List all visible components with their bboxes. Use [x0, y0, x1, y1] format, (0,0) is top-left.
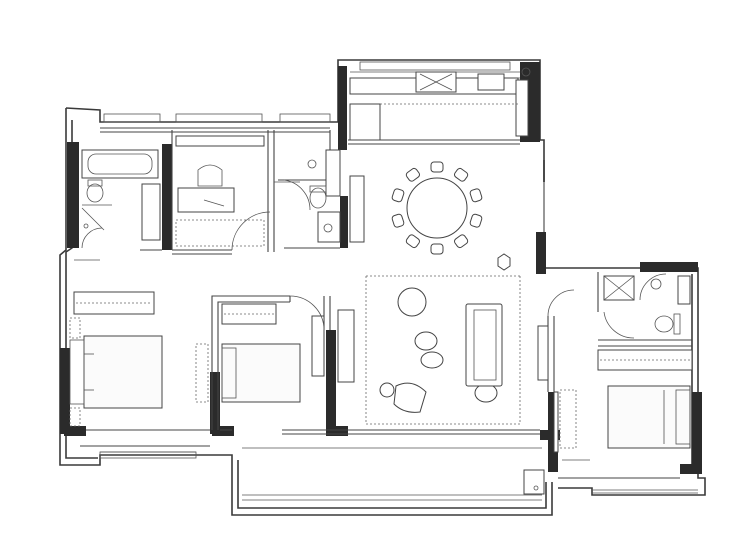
bathroom-1: [81, 149, 161, 249]
wall-bath2-right: [340, 196, 348, 248]
wall-bedroom2-right: [326, 330, 336, 434]
wall-left-bath: [67, 142, 79, 248]
dining-area: [391, 161, 483, 255]
dining-chair: [430, 161, 444, 173]
bedroom-2: [195, 303, 325, 403]
bed-3: [607, 385, 691, 449]
bathroom-2: [283, 149, 365, 243]
dining-chair: [391, 188, 405, 203]
entry-hexagon: [497, 253, 511, 271]
living-room: [337, 275, 549, 425]
dining-chair: [405, 167, 421, 182]
bathtub: [81, 149, 159, 179]
lounge-chair: [393, 382, 427, 413]
doors: [231, 181, 575, 331]
dining-table: [406, 177, 468, 239]
wall-corner-3: [326, 426, 348, 436]
master-bedroom: [553, 349, 693, 461]
wall-bath-divider: [162, 144, 172, 250]
wall-left-bedroom: [60, 348, 70, 434]
wall-corner-5: [680, 464, 702, 474]
tv-cabinet: [337, 309, 355, 383]
coffee-table-1: [414, 331, 438, 351]
dining-chair: [469, 188, 483, 203]
windows: [99, 61, 511, 459]
fridge: [515, 79, 529, 137]
bathroom-3: [603, 273, 691, 339]
sofa: [465, 303, 503, 387]
dining-chair: [405, 234, 421, 249]
wall-corner-2: [212, 426, 234, 436]
dining-chair: [453, 234, 469, 249]
stove: [477, 73, 505, 91]
dining-chair: [453, 167, 469, 182]
stool: [379, 382, 395, 398]
partitions: [80, 71, 692, 479]
wall-corner-1: [64, 426, 86, 436]
bed-2: [221, 343, 301, 403]
balcony: [242, 447, 545, 495]
ottoman: [474, 383, 498, 403]
wall-kitchen-left: [338, 66, 347, 150]
coffee-table-2: [420, 351, 444, 369]
dining-chair: [391, 213, 405, 228]
wall-corner-4: [540, 430, 560, 440]
wall-master-right: [692, 392, 702, 472]
wardrobe-room: [175, 135, 265, 247]
kitchen: [349, 67, 531, 141]
dining-chair: [469, 213, 483, 228]
round-side-table: [397, 287, 427, 317]
wall-right-bath-top: [640, 262, 698, 272]
wall-bedroom2-left: [210, 372, 220, 434]
dining-chair: [430, 243, 444, 255]
bed-1: [83, 335, 163, 409]
bedroom-1: [69, 259, 163, 427]
vanity: [141, 183, 161, 241]
wall-right-entry: [536, 232, 546, 274]
